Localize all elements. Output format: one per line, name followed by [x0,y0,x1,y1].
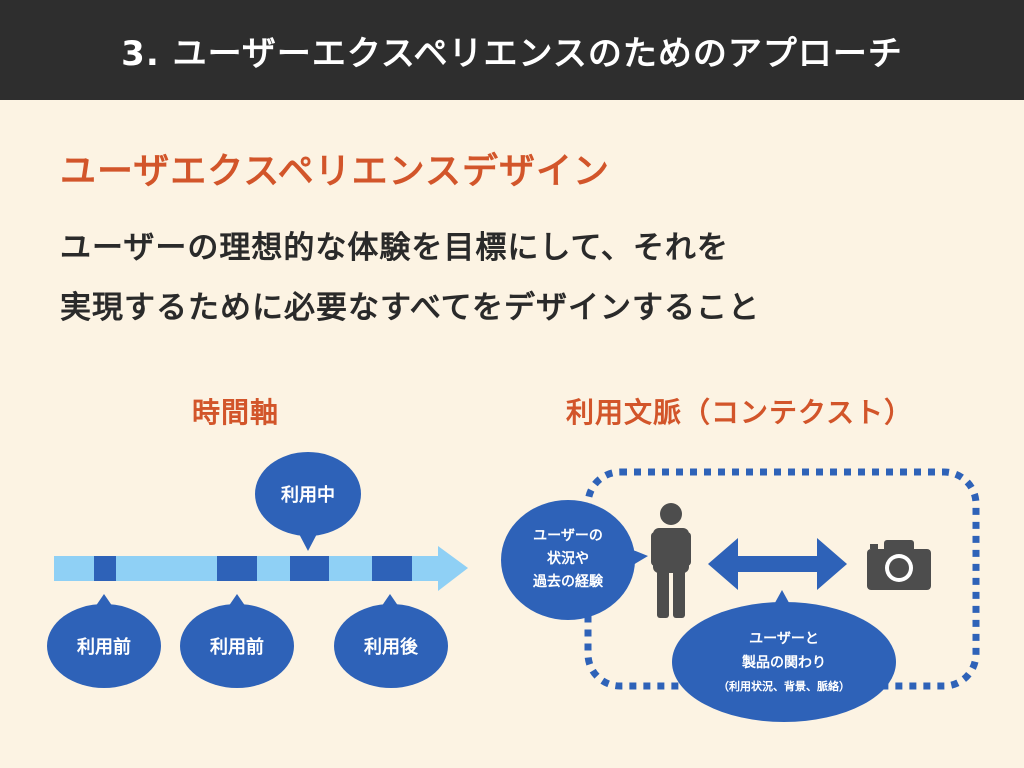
context-title: 利用文脈（コンテクスト） [566,396,914,429]
timeline-marker [217,556,257,581]
bubble-label: 利用前 [210,636,264,658]
subtitle: ユーザエクスペリエンスデザイン [60,151,610,192]
description-line-1: ユーザーの理想的な体験を目標にして、それを [60,230,729,266]
bubble-line: 状況や [547,550,589,567]
bubble-line: ユーザーと [749,631,819,647]
bubble-in-use: 利用中 [255,452,361,551]
timeline-arrowhead [438,546,468,591]
timeline-marker [372,556,412,581]
description-line-2: 実現するために必要なすべてをデザインすること [60,290,760,326]
bubble-label: 利用前 [77,636,131,658]
bubble-line: （利用状況、背景、脈絡） [718,679,850,693]
bubble-label: 利用中 [281,484,335,506]
bubble-user-product: ユーザーと 製品の関わり （利用状況、背景、脈絡） [672,590,896,722]
bubble-before-1: 利用前 [47,594,161,688]
bubble-after: 利用後 [334,594,448,688]
bubble-line: 製品の関わり [741,654,826,671]
timeline-arrow [54,546,468,591]
timeline-marker [290,556,329,581]
timeline-marker [94,556,116,581]
bubble-user-situation: ユーザーの 状況や 過去の経験 [501,500,648,620]
camera-icon [867,540,931,590]
person-icon [651,503,691,618]
bubble-label: 利用後 [364,636,419,658]
timeline-title: 時間軸 [192,396,280,429]
double-arrow-icon [708,538,847,590]
bubble-before-2: 利用前 [180,594,294,688]
header-bar: 3. ユーザーエクスペリエンスのためのアプローチ [0,0,1024,100]
page-title: 3. ユーザーエクスペリエンスのためのアプローチ [121,33,903,74]
bubble-line: 過去の経験 [532,573,604,590]
bubble-line: ユーザーの [533,528,603,544]
